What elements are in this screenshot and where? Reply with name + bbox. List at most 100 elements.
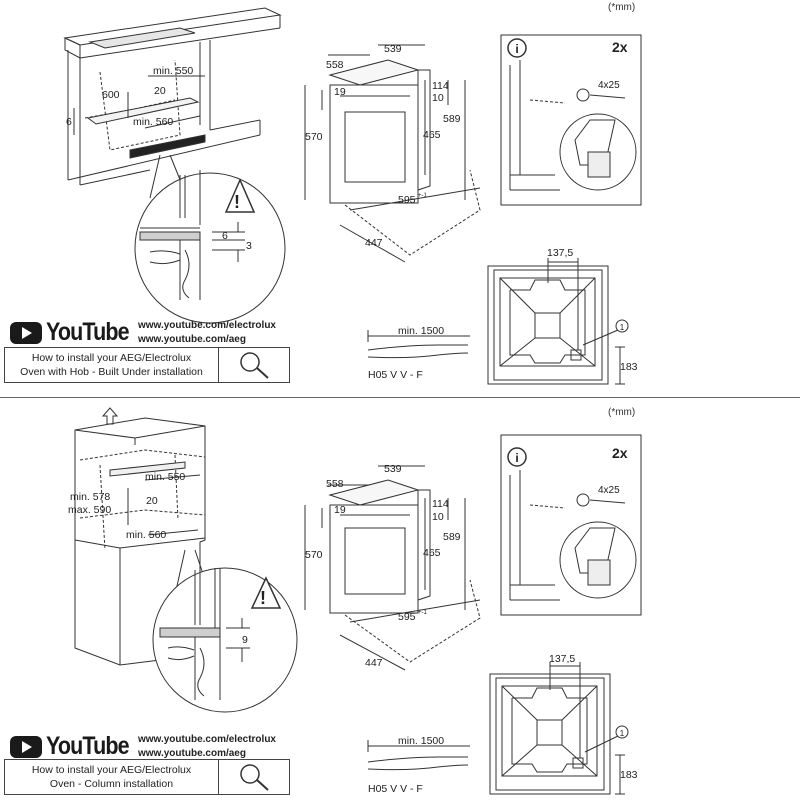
youtube-logo-bottom: YouTube [10, 732, 142, 761]
top-diagram: ! min. 550 600 20 min. 560 6 6 3 558 539… [63, 7, 642, 385]
top-cab-min550: min. 550 [153, 65, 193, 77]
bot-detail-9: 9 [242, 634, 248, 646]
bot-cab-min560: min. 560 [126, 529, 166, 541]
oven-top-114: 114 [432, 80, 449, 92]
bottom-diagram: ! min. 550 min. 578 max. 590 20 min. 560… [68, 407, 642, 795]
screws-count: 2x [612, 39, 628, 55]
oven-bot-465: 465 [423, 547, 441, 559]
front-top-137: 137,5 [547, 247, 573, 259]
cable-top-type: H05 V V - F [368, 369, 423, 381]
howto-box-bottom: How to install your AEG/Electrolux Oven … [4, 759, 290, 795]
urls-top: www.youtube.com/electrolux www.youtube.c… [138, 319, 276, 347]
bot-cab-20: 20 [146, 495, 158, 507]
top-cab-20: 20 [154, 85, 166, 97]
oven-bot-595-tol: +-1 [418, 610, 428, 616]
detail-zoom-circle [134, 172, 286, 324]
oven-top-570: 570 [305, 131, 323, 143]
search-icon[interactable] [219, 348, 289, 382]
cabinet-shelf [86, 97, 200, 125]
svg-text:i: i [515, 42, 518, 56]
oven-top-447: 447 [365, 237, 383, 249]
cable-top [367, 330, 470, 359]
oven-top-595: 595 [398, 194, 416, 206]
screws-panel-top [500, 34, 642, 206]
howto-title-bottom: How to install your AEG/Electrolux Oven … [5, 760, 219, 794]
oven-top-465: 465 [423, 129, 441, 141]
screw-icon [576, 88, 590, 102]
bot-cab-max590: max. 590 [68, 504, 111, 516]
screws-panel-bottom [500, 434, 642, 616]
cable-bot-length: min. 1500 [398, 735, 444, 747]
oven-top-595-tol: +-1 [418, 193, 428, 199]
youtube-logo-top: YouTube [10, 318, 142, 347]
oven-bot-558: 558 [326, 478, 344, 490]
units-note-top: (*mm) [608, 2, 636, 13]
front-view-bottom [489, 662, 629, 795]
play-icon [10, 735, 42, 758]
marker-icon-bottom [615, 725, 629, 739]
front-bot-137: 137,5 [549, 653, 575, 665]
oven-bot-19: 19 [334, 504, 346, 516]
wood-beam-bottom [159, 627, 221, 638]
oven-top-539: 539 [384, 43, 402, 55]
top-cab-600: 600 [102, 89, 120, 101]
oven-bot-539: 539 [384, 463, 402, 475]
front-bot-183: 183 [620, 769, 638, 781]
oven-top-10: 10 [432, 92, 444, 104]
url-aeg[interactable]: www.youtube.com/aeg [138, 748, 246, 759]
oven-bot-114: 114 [432, 498, 449, 510]
cable-bottom [367, 740, 470, 771]
units-note-bottom: (*mm) [608, 407, 636, 418]
url-aeg[interactable]: www.youtube.com/aeg [138, 334, 246, 345]
front-top-183: 183 [620, 361, 638, 373]
play-icon [10, 321, 42, 344]
vent-bar [129, 134, 206, 159]
howto-title-top: How to install your AEG/Electrolux Oven … [5, 348, 219, 382]
cable-top-length: min. 1500 [398, 325, 444, 337]
svg-text:!: ! [234, 192, 240, 212]
url-electrolux[interactable]: www.youtube.com/electrolux [138, 320, 276, 331]
info-icon-bottom [507, 447, 527, 467]
top-cab-6: 6 [66, 116, 72, 128]
screws-size: 4x25 [598, 80, 620, 91]
screw-icon-bottom [576, 493, 590, 507]
screws-size-bottom: 4x25 [598, 485, 620, 496]
warning-icon [224, 178, 256, 213]
bot-cab-min550: min. 550 [145, 471, 185, 483]
warning-icon-bottom [250, 576, 282, 609]
svg-text:i: i [515, 451, 518, 465]
section-separator [0, 397, 800, 398]
oven-3d-bottom [304, 465, 481, 671]
cable-bot-type: H05 V V - F [368, 783, 423, 795]
search-icon[interactable] [219, 760, 289, 794]
oven-bot-10: 10 [432, 511, 444, 523]
marker-icon [615, 319, 629, 333]
top-cab-min560: min. 560 [133, 116, 173, 128]
oven-bot-447: 447 [365, 657, 383, 669]
oven-bot-595: 595 [398, 611, 416, 623]
oven-3d-top [304, 44, 481, 263]
countertop [63, 7, 282, 46]
wood-beam [139, 231, 201, 241]
oven-top-19: 19 [334, 86, 346, 98]
oven-bot-570: 570 [305, 549, 323, 561]
info-icon [507, 38, 527, 58]
svg-text:!: ! [260, 588, 266, 608]
top-detail-3: 3 [246, 240, 252, 252]
hob [88, 27, 196, 49]
up-arrow-icon [101, 407, 119, 425]
front-view-top [487, 258, 629, 385]
oven-bot-589: 589 [443, 531, 461, 543]
oven-top-589: 589 [443, 113, 461, 125]
top-detail-6: 6 [222, 230, 228, 242]
howto-box-top: How to install your AEG/Electrolux Oven … [4, 347, 290, 383]
svg-text:1: 1 [620, 729, 625, 738]
oven-top-558: 558 [326, 59, 344, 71]
urls-bottom: www.youtube.com/electrolux www.youtube.c… [138, 733, 276, 761]
svg-text:1: 1 [620, 323, 625, 332]
screws-count-bottom: 2x [612, 445, 628, 461]
url-electrolux[interactable]: www.youtube.com/electrolux [138, 734, 276, 745]
detail-zoom-circle-bottom [152, 567, 298, 713]
bot-cab-min578: min. 578 [70, 491, 110, 503]
column-cabinet [74, 417, 206, 666]
